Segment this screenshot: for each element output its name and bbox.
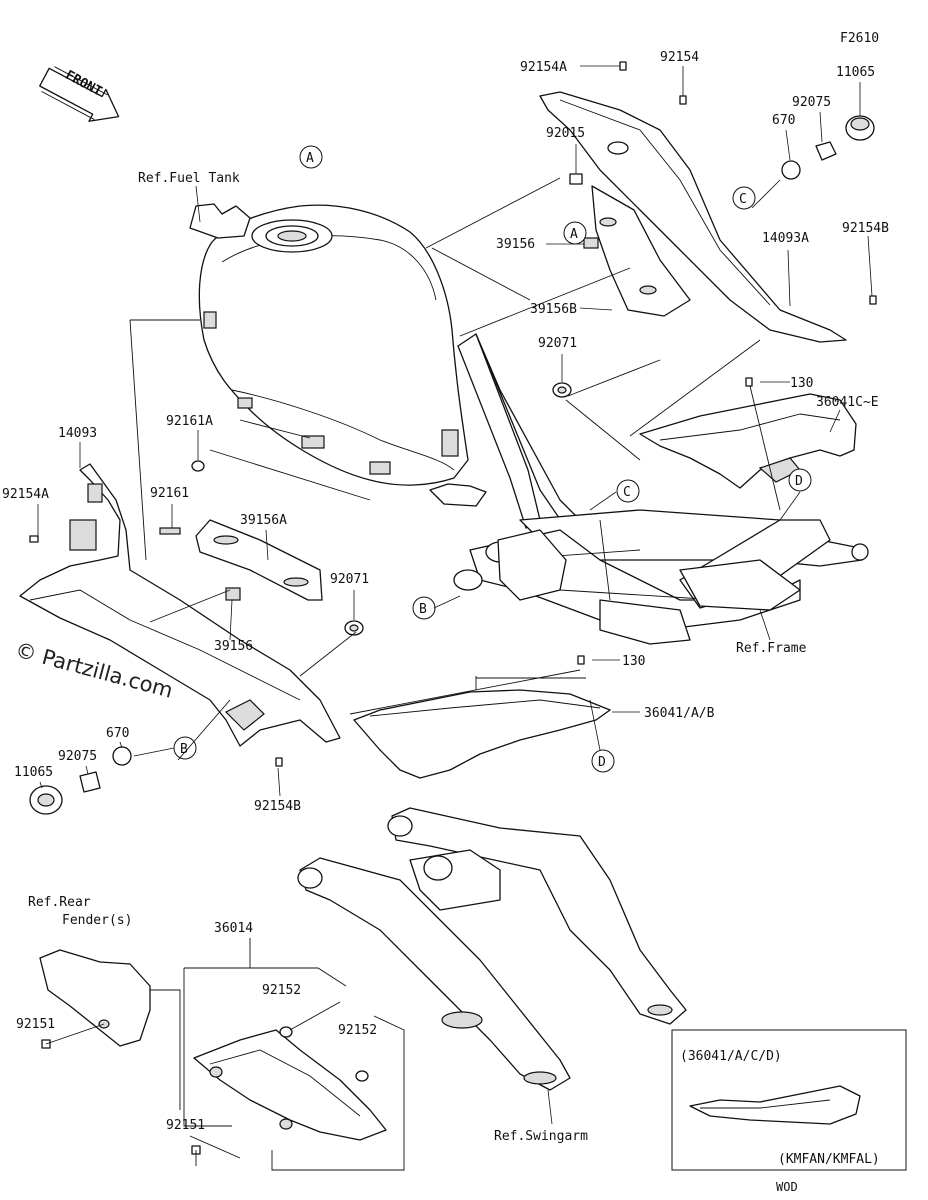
ring-670-top-icon [781, 160, 801, 180]
pn-130-top: 130 [790, 376, 813, 391]
callout-a-right: A [563, 221, 587, 245]
pn-130-mid: 130 [622, 654, 645, 669]
frame-drawing [453, 333, 869, 645]
callout-c-frame: C [616, 479, 640, 503]
svg-text:C: C [739, 192, 747, 207]
svg-text:A: A [306, 151, 314, 166]
part-number-labels: 92154A 92154 11065 92075 670 92015 39156… [2, 50, 889, 1133]
pn-92154-top: 92154 [660, 50, 699, 65]
pn-39156B: 39156B [530, 302, 577, 317]
variant-inset: (36041/A/C/D) (KMFAN/KMFAL) [671, 1029, 907, 1171]
svg-text:D: D [795, 474, 803, 489]
pn-92015: 92015 [546, 126, 585, 141]
svg-text:C: C [623, 485, 631, 500]
pn-36014: 36014 [214, 921, 253, 936]
fuel-tank-drawing [189, 203, 487, 507]
nut-92152-a-icon [279, 1026, 293, 1038]
pn-39156-mid: 39156 [214, 639, 253, 654]
inset-header: (36041/A/C/D) [680, 1049, 782, 1064]
pn-36041C-E: 36041C~E [816, 395, 879, 410]
leader-lines [37, 65, 873, 1171]
ref-rear-fender-label-2: Fender(s) [62, 913, 132, 928]
pn-670-left: 670 [106, 726, 129, 741]
pad-39156A-drawing [195, 519, 323, 601]
pn-92161: 92161 [150, 486, 189, 501]
callout-d-cowl: D [591, 749, 615, 773]
cap-11065-top-icon [845, 115, 875, 141]
pn-92154A-left: 92154A [2, 487, 49, 502]
svg-text:D: D [598, 755, 606, 770]
callout-d-frame: D [788, 468, 812, 492]
pn-92151-bottom: 92151 [166, 1118, 205, 1133]
svg-text:A: A [570, 227, 578, 242]
pn-92151-left: 92151 [16, 1017, 55, 1032]
rear-fender-drawing [39, 949, 151, 1047]
svg-text:B: B [419, 602, 427, 617]
damper-92075-left-icon [79, 771, 101, 793]
pn-39156A: 39156A [240, 513, 287, 528]
pn-14093A: 14093A [762, 231, 809, 246]
pn-92152-a: 92152 [262, 983, 301, 998]
pn-92154A-top: 92154A [520, 60, 567, 75]
nut-92152-b-icon [355, 1070, 369, 1082]
callout-b-left: B [173, 736, 197, 760]
side-cover-14093A-drawing [539, 91, 847, 343]
collar-92015-icon [569, 173, 583, 185]
pn-670-top: 670 [772, 113, 795, 128]
swingarm-drawing [297, 807, 687, 1091]
front-arrow-icon [39, 66, 120, 122]
footer-code: WOD [776, 1180, 798, 1194]
ring-670-left-icon [112, 746, 132, 766]
ref-frame-label: Ref.Frame [736, 641, 807, 656]
pn-36041-A-B: 36041/A/B [644, 706, 715, 721]
pn-92152-b: 92152 [338, 1023, 377, 1038]
pn-92071-top: 92071 [538, 336, 577, 351]
ref-swingarm-label: Ref.Swingarm [494, 1129, 588, 1144]
inset-footer: (KMFAN/KMFAL) [778, 1152, 880, 1167]
pn-92161A: 92161A [166, 414, 213, 429]
callout-c-top: C [732, 186, 756, 210]
svg-text:B: B [180, 742, 188, 757]
callout-a-top: A [299, 145, 323, 169]
pad-39156-drawing [225, 587, 241, 601]
callout-b-frame: B [412, 596, 436, 620]
pn-92154B-right: 92154B [842, 221, 889, 236]
cowl-36041-A-B-drawing [353, 689, 611, 779]
pn-92075-top: 92075 [792, 95, 831, 110]
side-cover-14093-drawing [19, 463, 341, 747]
pn-92154B-bottom: 92154B [254, 799, 301, 814]
cap-11065-left-icon [29, 785, 63, 815]
pn-14093: 14093 [58, 426, 97, 441]
ref-rear-fender-label-1: Ref.Rear [28, 895, 91, 910]
figure-id: F2610 [840, 31, 879, 46]
ref-fuel-tank-label: Ref.Fuel Tank [138, 171, 240, 186]
pn-92071-mid: 92071 [330, 572, 369, 587]
chain-guard-36014-drawing [193, 1029, 387, 1141]
pn-11065-left: 11065 [14, 765, 53, 780]
pn-92075-left: 92075 [58, 749, 97, 764]
damper-92075-top-icon [815, 141, 837, 161]
pn-11065-top: 11065 [836, 65, 875, 80]
pn-39156-top: 39156 [496, 237, 535, 252]
